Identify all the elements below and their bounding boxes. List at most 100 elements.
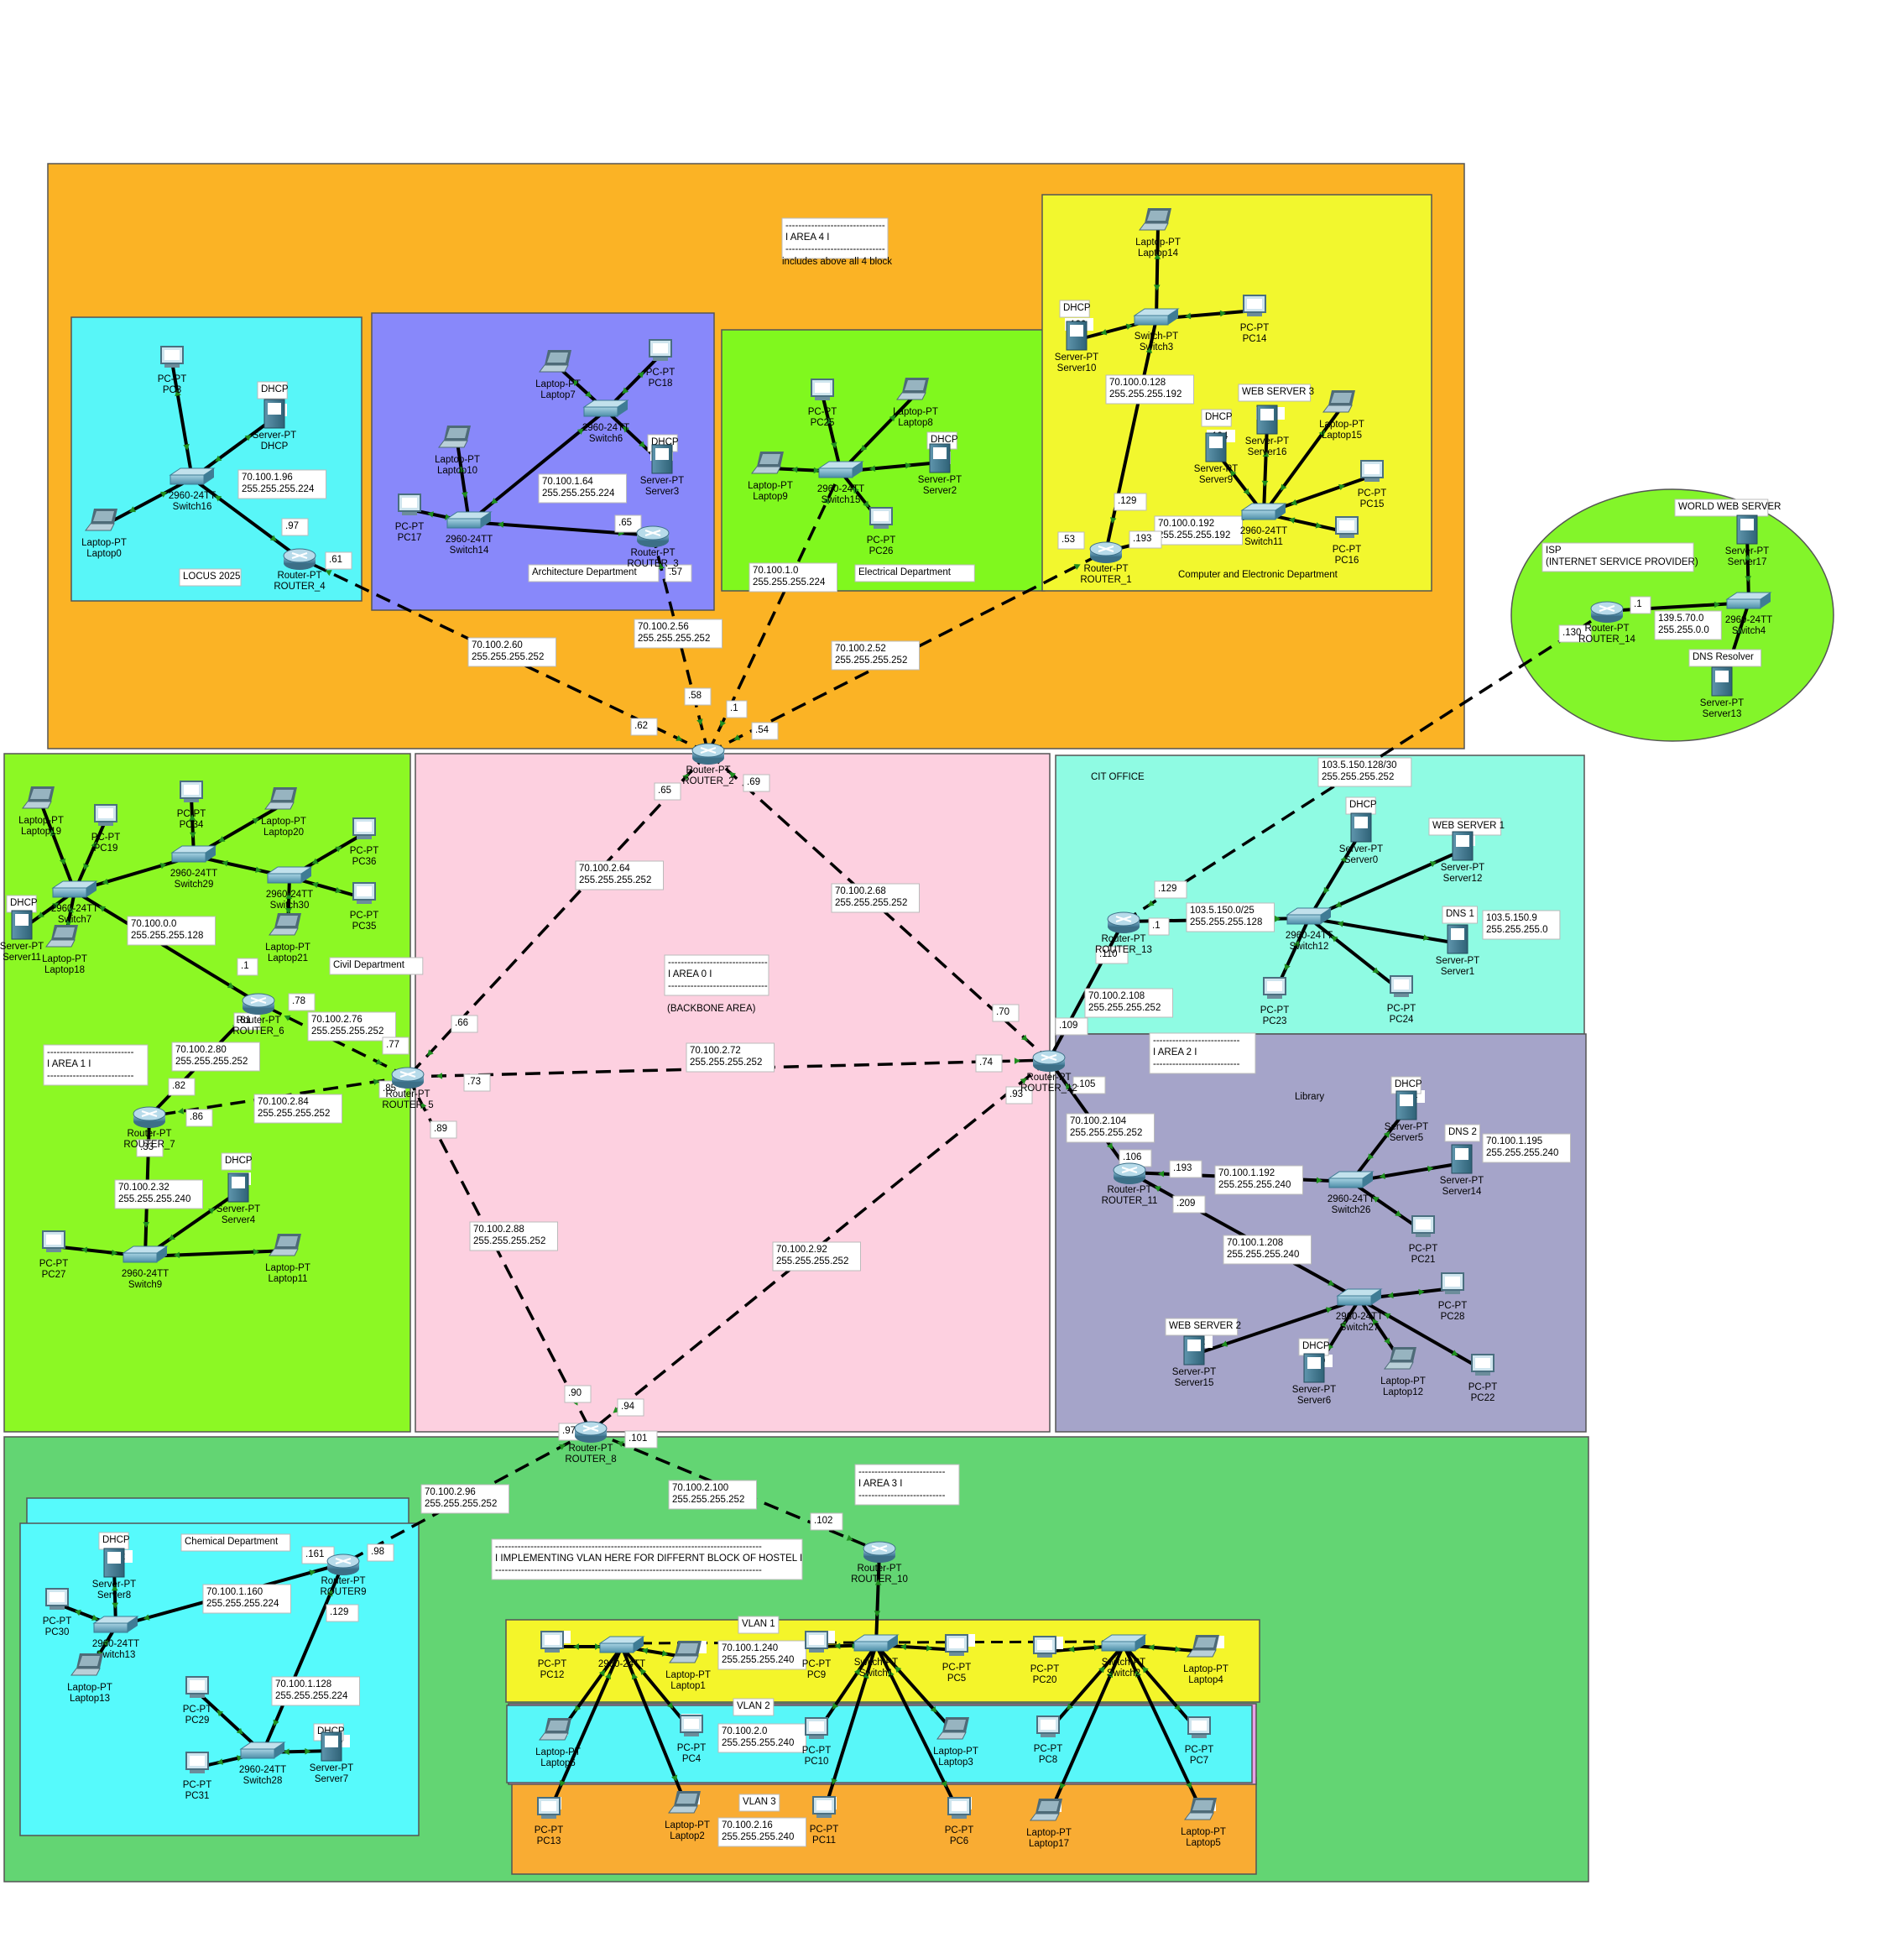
device-switch_v1[interactable]: 2960-24TT — [598, 1636, 645, 1669]
